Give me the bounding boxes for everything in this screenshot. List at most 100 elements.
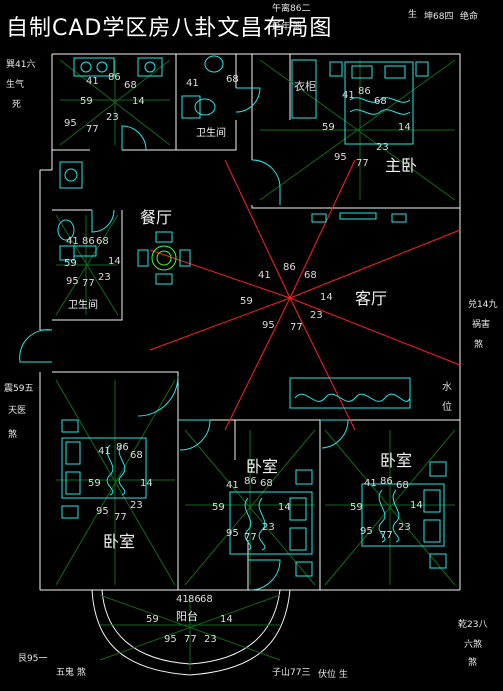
room-label-dining: 餐厅 (140, 208, 173, 227)
compass-number: 86 (358, 86, 371, 97)
gua-left-mid-c: 煞 (8, 430, 18, 440)
compass-number: 41 (66, 236, 79, 247)
compass-number: 77 (86, 124, 99, 135)
gua-bottom-right-c: 煞 (468, 658, 478, 668)
gua-right-mid-b: 祸害 (472, 320, 491, 330)
compass-number: 59 (240, 296, 253, 307)
compass-number: 41 (98, 446, 111, 457)
compass-number: 68 (304, 270, 317, 281)
gua-left-top-c: 死 (12, 100, 22, 110)
compass-number: 59 (212, 502, 225, 513)
compass-number: 14 (132, 96, 145, 107)
compass-number: 68 (130, 450, 143, 461)
compass-number: 23 (310, 310, 323, 321)
compass-number: 23 (376, 142, 389, 153)
room-label-bedroom-mid: 卧室 (246, 457, 279, 476)
wardrobe-label: 衣柜 (294, 80, 316, 93)
compass-number: 14 (278, 502, 291, 513)
compass-number: 41 (342, 90, 355, 101)
compass-number: 95 (334, 152, 347, 163)
compass-number: 77 (244, 532, 257, 543)
compass-number: 59 (350, 502, 363, 513)
gua-top-center-sub: 延年 煞 (272, 22, 302, 32)
compass-number: 68 (396, 480, 409, 491)
gua-top-right-a: 生 (408, 10, 418, 20)
gua-left-mid-a: 震59五 (4, 384, 34, 394)
compass-number: 41 (86, 76, 99, 87)
compass-number: 77 (380, 530, 393, 541)
gua-bottom-center2: 伏位 生 (318, 670, 348, 680)
compass-number: 86 (244, 476, 257, 487)
gua-top-right-c: 绝命 (460, 12, 479, 22)
compass-number: 95 (96, 506, 109, 517)
compass-number: 86 (188, 594, 201, 605)
water-label-1: 水 (442, 382, 452, 393)
compass-number: 23 (106, 112, 119, 123)
compass-number: 14 (410, 500, 423, 511)
room-label-bedroom-right: 卧室 (380, 451, 413, 470)
compass-number: 68 (226, 74, 239, 85)
gua-right-mid-c: 煞 (474, 340, 484, 350)
compass-number: 41 (186, 78, 199, 89)
gua-bottom-right-a: 乾23八 (458, 620, 488, 630)
compass-number: 95 (64, 118, 77, 129)
compass-number: 14 (398, 122, 411, 133)
compass-number: 14 (140, 478, 153, 489)
compass-number: 68 (96, 236, 109, 247)
compass-number: 86 (380, 476, 393, 487)
compass-number: 95 (226, 528, 239, 539)
compass-number: 14 (320, 292, 333, 303)
gua-bottom-right-b: 六煞 (464, 640, 483, 650)
compass-number: 59 (322, 122, 335, 133)
room-label-living: 客厅 (355, 289, 388, 308)
compass-number: 23 (130, 500, 143, 511)
compass-number: 95 (66, 276, 79, 287)
compass-number: 14 (220, 614, 233, 625)
compass-number: 23 (398, 522, 411, 533)
compass-number: 68 (260, 478, 273, 489)
compass-number: 86 (82, 236, 95, 247)
gua-right-mid-a: 兑14九 (468, 300, 498, 310)
gua-bottom-left2: 五鬼 煞 (56, 668, 86, 678)
compass-number: 77 (290, 322, 303, 333)
gua-left-mid-b: 天医 (8, 406, 27, 416)
gua-bottom-left: 艮95一 (18, 654, 48, 664)
compass-number: 68 (374, 96, 387, 107)
compass-number: 77 (356, 158, 369, 169)
compass-number: 95 (360, 526, 373, 537)
water-label-2: 位 (442, 402, 452, 413)
compass-number: 41 (226, 480, 239, 491)
compass-number: 23 (98, 272, 111, 283)
room-label-master: 主卧 (385, 156, 418, 175)
compass-number: 59 (146, 614, 159, 625)
compass-number: 41 (364, 478, 377, 489)
gua-bottom-center: 子山77三 (272, 668, 311, 678)
compass-number: 23 (262, 522, 275, 533)
gua-left-top-a: 巽41六 (6, 60, 36, 70)
compass-number: 23 (204, 634, 217, 645)
room-label-toilet-left: 卫生间 (68, 300, 98, 311)
gua-top-center: 午离86二 (272, 4, 311, 14)
compass-number: 95 (164, 634, 177, 645)
compass-number: 86 (108, 72, 121, 83)
compass-number: 59 (88, 478, 101, 489)
compass-number: 59 (64, 258, 77, 269)
gua-top-right-b: 坤68四 (424, 12, 454, 22)
compass-number: 86 (283, 262, 296, 273)
compass-number: 41 (176, 594, 189, 605)
compass-number: 59 (80, 96, 93, 107)
room-label-bedroom-left: 卧室 (103, 532, 136, 551)
compass-number: 68 (200, 594, 213, 605)
compass-number: 14 (108, 256, 121, 267)
compass-number: 68 (124, 80, 137, 91)
room-label-toilet-top: 卫生间 (196, 128, 226, 139)
gua-left-top-b: 生气 (6, 80, 25, 90)
compass-number: 77 (114, 512, 127, 523)
compass-number: 95 (262, 320, 275, 331)
compass-number: 41 (258, 270, 271, 281)
page-title: 自制CAD学区房八卦文昌布局图 (6, 16, 333, 41)
compass-number: 77 (82, 278, 95, 289)
compass-number: 86 (116, 442, 129, 453)
room-label-balcony: 阳台 (176, 610, 198, 623)
